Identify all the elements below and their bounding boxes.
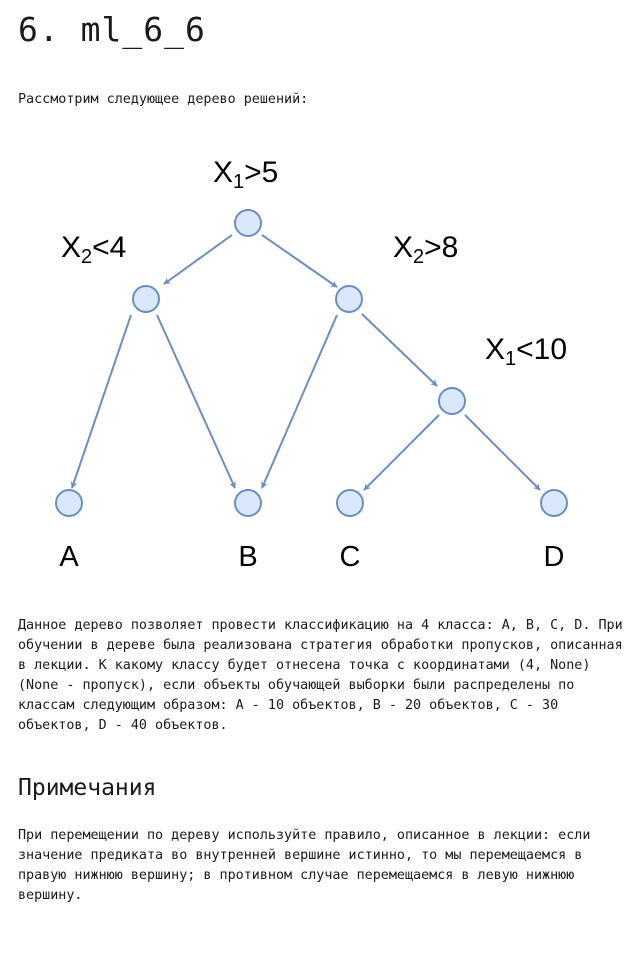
predicate-left: X2<4 bbox=[61, 231, 126, 268]
tree-leaf-c bbox=[336, 489, 364, 517]
predicate-right-right: X1<10 bbox=[485, 333, 567, 370]
predicate-right: X2>8 bbox=[393, 231, 458, 268]
notes-text: При перемещении по дереву используйте пр… bbox=[18, 828, 591, 903]
edge-rr-d bbox=[464, 414, 541, 491]
edge-left-b bbox=[156, 314, 236, 489]
tree-leaf-d bbox=[540, 489, 568, 517]
edge-right-rr bbox=[361, 313, 438, 387]
leaf-label-b: B bbox=[238, 541, 257, 573]
leaf-label-a: A bbox=[59, 541, 79, 573]
edge-right-b bbox=[261, 314, 338, 489]
page-title: 6. ml_6_6 bbox=[18, 10, 206, 49]
notes-heading: Примечания bbox=[18, 775, 157, 801]
leaf-label-c: C bbox=[340, 541, 361, 573]
edge-root-right bbox=[261, 234, 338, 288]
task-description: Данное дерево позволяет провести классиф… bbox=[18, 618, 623, 733]
tree-leaf-a bbox=[55, 489, 83, 517]
edge-root-left bbox=[163, 234, 233, 285]
edge-left-a bbox=[70, 314, 132, 489]
predicate-root: X1>5 bbox=[213, 156, 278, 193]
tree-leaf-b bbox=[234, 489, 262, 517]
tree-node-root bbox=[234, 209, 262, 237]
tree-node-right-right bbox=[438, 387, 466, 415]
decision-tree-diagram: X1>5 X2<4 X2>8 X1<10 A B C D bbox=[55, 156, 568, 573]
tree-node-left bbox=[132, 285, 160, 313]
leaf-label-d: D bbox=[544, 541, 565, 573]
intro-text: Рассмотрим следующее дерево решений: bbox=[18, 92, 309, 107]
tree-node-right bbox=[335, 285, 363, 313]
edge-rr-c bbox=[363, 414, 440, 491]
